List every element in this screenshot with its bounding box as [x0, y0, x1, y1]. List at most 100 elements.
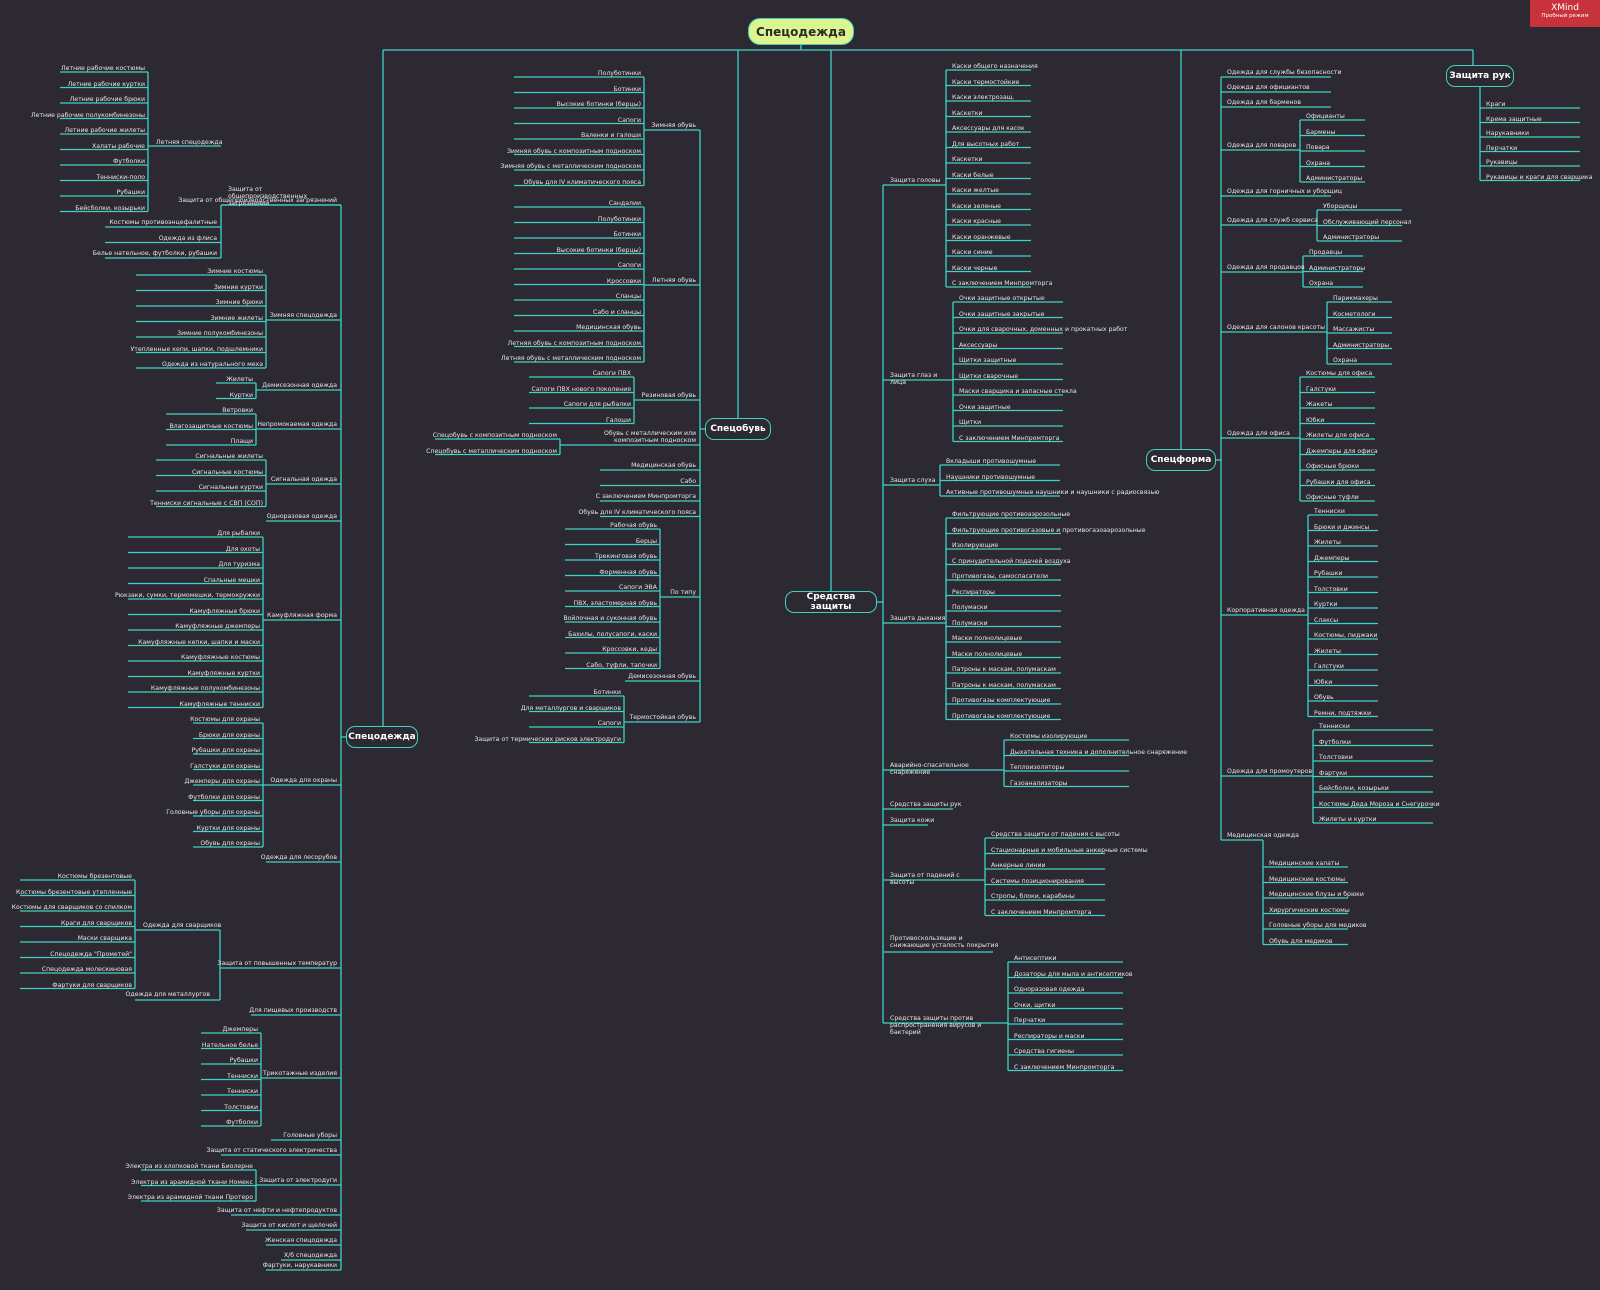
node-label[interactable]: Защита от термических рисков электродуги: [474, 735, 621, 743]
node-label[interactable]: Летняя спецодежда: [156, 139, 223, 146]
node-label[interactable]: Маски полнолицевые: [952, 650, 1023, 658]
node-label[interactable]: Летняя обувь с композитным подноском: [507, 339, 641, 347]
node-label[interactable]: С заключением Минпромторга: [991, 908, 1092, 916]
node-label[interactable]: Сланцы: [615, 293, 641, 300]
node-label[interactable]: Жилеты для офиса: [1306, 432, 1370, 439]
node-label[interactable]: Демисезонная одежда: [262, 382, 337, 389]
node-label[interactable]: Белье нательное, футболки, рубашки: [92, 250, 217, 257]
node-label[interactable]: Рукавицы: [1486, 159, 1518, 166]
node-label[interactable]: Защита от нефти и нефтепродуктов: [216, 1207, 337, 1214]
node-label[interactable]: Сабо: [680, 477, 696, 485]
node-label[interactable]: Каски желтые: [952, 187, 999, 194]
node-label[interactable]: Джемперы для охраны: [184, 778, 260, 785]
node-label[interactable]: Обувь для IV климатического пояса: [523, 178, 642, 186]
node-label[interactable]: Аварийно-спасательное снаряжение: [890, 762, 969, 776]
node-label[interactable]: Дыхательная техника и дополнительное сна…: [1010, 748, 1188, 756]
node-label[interactable]: Противогазы комплектующие: [952, 712, 1051, 720]
node-label[interactable]: Резиновая обувь: [641, 392, 696, 399]
node-label[interactable]: Повара: [1306, 144, 1330, 151]
branch-specobuv[interactable]: Спецобувь: [705, 418, 771, 440]
node-label[interactable]: Ботинки: [613, 85, 641, 93]
node-label[interactable]: Термостойкая обувь: [629, 714, 696, 721]
node-label[interactable]: Кроссовки, кеды: [602, 646, 657, 653]
node-label[interactable]: Для металлургов и сварщиков: [520, 704, 621, 712]
node-label[interactable]: Войлочная и суконная обувь: [563, 615, 657, 622]
node-label[interactable]: Очки, щитки: [1014, 1001, 1056, 1009]
node-label[interactable]: Охрана: [1333, 357, 1358, 364]
node-label[interactable]: Зимние жилеты: [210, 314, 263, 322]
node-label[interactable]: Джемперы: [1314, 554, 1350, 562]
node-label[interactable]: Полуботинки: [597, 70, 641, 77]
node-label[interactable]: Анкерные линии: [991, 862, 1046, 869]
branch-zashchita-ruk[interactable]: Защита рук: [1446, 65, 1514, 87]
node-label[interactable]: Фартуки для сварщиков: [52, 981, 132, 989]
node-label[interactable]: Толстовки: [1319, 754, 1353, 761]
node-label[interactable]: Защита от повышенных температур: [217, 960, 337, 967]
node-label[interactable]: Костюмы изолирующие: [1010, 733, 1088, 740]
node-label[interactable]: Бахилы, полусапоги, каски: [568, 630, 657, 638]
node-label[interactable]: Одежда для поваров: [1227, 142, 1297, 149]
node-label[interactable]: Каски зеленые: [952, 202, 1001, 210]
node-label[interactable]: Спецодежда "Прометей": [50, 950, 132, 958]
node-label[interactable]: Полумаски: [952, 604, 988, 611]
node-label[interactable]: По типу: [670, 589, 696, 596]
node-label[interactable]: Обувь: [1314, 694, 1334, 701]
node-label[interactable]: Продавцы: [1309, 249, 1343, 256]
node-label[interactable]: Электра из арамидной ткани Номекс: [131, 1178, 253, 1186]
node-label[interactable]: Сапоги ПВХ нового поколения: [531, 385, 631, 393]
node-label[interactable]: Летние рабочие полукомбинезоны: [30, 111, 145, 119]
node-label[interactable]: Галоши: [606, 416, 631, 424]
node-label[interactable]: Хирургические костюмы: [1269, 906, 1350, 914]
node-label[interactable]: Фартуки, нарукавники: [262, 1262, 337, 1269]
node-label[interactable]: Обслуживающий персонал: [1323, 218, 1412, 226]
node-label[interactable]: Куртки: [1314, 601, 1338, 608]
node-label[interactable]: Администраторы: [1309, 264, 1366, 272]
node-label[interactable]: Электра из арамидной ткани Протеро: [127, 1194, 253, 1201]
node-label[interactable]: Очки для сварочных, доменных и прокатных…: [959, 326, 1128, 333]
node-label[interactable]: Футболки для охраны: [188, 793, 260, 801]
node-label[interactable]: Медицинские халаты: [1269, 860, 1340, 867]
node-label[interactable]: Зимние куртки: [213, 283, 263, 291]
node-label[interactable]: Уборщицы: [1323, 203, 1358, 210]
node-label[interactable]: Администраторы: [1306, 175, 1363, 182]
node-label[interactable]: Тенниски-поло: [96, 173, 145, 181]
node-label[interactable]: Футболки: [113, 158, 145, 165]
node-label[interactable]: Теплоизоляторы: [1010, 764, 1065, 771]
node-label[interactable]: Зимние полукомбинезоны: [177, 330, 263, 337]
node-label[interactable]: Сапоги ПВХ: [592, 370, 631, 377]
node-label[interactable]: Охрана: [1306, 159, 1331, 167]
node-label[interactable]: Костюмы брезентовые: [57, 873, 132, 880]
node-label[interactable]: Аксессуары для касок: [952, 125, 1025, 132]
node-label[interactable]: Фартуки: [1319, 769, 1348, 777]
node-label[interactable]: Одежда для службы безопасности: [1227, 69, 1342, 76]
node-label[interactable]: Крема защитные: [1486, 115, 1542, 123]
node-label[interactable]: Защита головы: [890, 177, 941, 184]
node-label[interactable]: Каски электрозащ.: [952, 94, 1015, 101]
node-label[interactable]: Высокие ботинки (берцы): [556, 246, 641, 254]
node-label[interactable]: Корпоративная одежда: [1227, 607, 1305, 614]
node-label[interactable]: С заключением Минпромторга: [952, 280, 1053, 287]
node-label[interactable]: Щитки сварочные: [959, 372, 1019, 380]
node-label[interactable]: Каски термостойкие: [952, 78, 1020, 86]
node-label[interactable]: Системы позиционирования: [991, 877, 1084, 885]
node-label[interactable]: Рубашки для охраны: [191, 747, 260, 754]
node-label[interactable]: Администраторы: [1323, 234, 1380, 241]
node-label[interactable]: Спецодежда молескиновая: [41, 966, 132, 973]
node-label[interactable]: Брюки и джинсы: [1314, 523, 1370, 531]
node-label[interactable]: Электра из хлопковой ткани Биолерне: [125, 1163, 253, 1170]
node-label[interactable]: Одежда из натурального меха: [161, 361, 263, 368]
node-label[interactable]: Головные уборы для охраны: [166, 809, 260, 816]
node-label[interactable]: Кроссовки: [606, 277, 641, 285]
node-label[interactable]: Костюмы для офиса: [1306, 370, 1373, 377]
node-label[interactable]: Зимняя спецодежда: [269, 312, 337, 319]
node-label[interactable]: Джемперы: [222, 1026, 258, 1033]
node-label[interactable]: Зимние брюки: [215, 299, 263, 306]
node-label[interactable]: Ботинки: [613, 231, 641, 238]
node-label[interactable]: Высокие ботинки (берцы): [556, 101, 641, 108]
node-label[interactable]: Патроны к маскам, полумаскам: [952, 681, 1056, 689]
node-label[interactable]: Зимняя обувь с металлическим подноском: [500, 163, 641, 170]
node-label[interactable]: Толстовки: [1314, 585, 1348, 593]
node-label[interactable]: Сабо, туфли, тапочки: [586, 661, 657, 669]
node-label[interactable]: Защита от общепроизводственных загрязнен…: [228, 186, 308, 207]
node-label[interactable]: Одежда для барменов: [1227, 99, 1301, 106]
